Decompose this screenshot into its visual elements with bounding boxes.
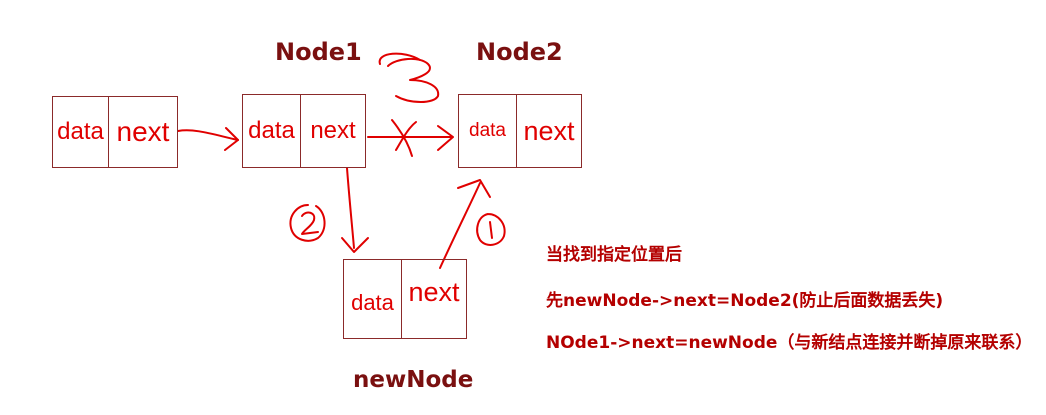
- node2-data: data: [459, 95, 517, 167]
- head-node-box: data next: [52, 96, 178, 168]
- head-node-data: data: [53, 97, 109, 167]
- arrow-head-to-node1-tip: [224, 127, 239, 151]
- node2-next: next: [523, 115, 575, 146]
- node1-box: data next: [242, 94, 366, 168]
- head-node-next: next: [116, 116, 170, 147]
- newnode-next: next: [408, 276, 460, 307]
- step-mark-1-circle: [476, 213, 506, 246]
- node2-box: data next: [458, 94, 582, 168]
- node1-data: data: [243, 95, 301, 167]
- arrow-node1-to-newnode: [346, 167, 355, 249]
- arrow-node1-to-node2-tip: [437, 125, 454, 151]
- note-line-1: 当找到指定位置后: [546, 245, 682, 265]
- step-mark-3-glyph: [387, 58, 440, 103]
- arrow-newnode-to-node2: [439, 182, 481, 269]
- newnode-title: newNode: [353, 367, 474, 393]
- step-mark-3-loop: [378, 52, 421, 65]
- note-line-2: 先newNode->next=Node2(防止后面数据丢失): [546, 291, 944, 311]
- note-line-3: NOde1->next=newNode（与新结点连接并断掉原来联系）: [546, 333, 1033, 353]
- node2-title: Node2: [476, 38, 563, 66]
- step-mark-1-glyph: [489, 221, 493, 239]
- cross-mark-2: [395, 121, 417, 151]
- node1-next: next: [310, 117, 356, 144]
- step-mark-2-glyph: [301, 211, 319, 235]
- newnode-box: data next: [343, 259, 467, 339]
- arrow-newnode-to-node2-tip: [457, 179, 491, 198]
- step-mark-2-circle: [289, 204, 326, 242]
- arrow-node1-to-newnode-tip: [341, 237, 369, 253]
- node1-title: Node1: [275, 38, 362, 66]
- newnode-data: data: [344, 260, 402, 338]
- arrow-head-to-node1: [177, 129, 239, 141]
